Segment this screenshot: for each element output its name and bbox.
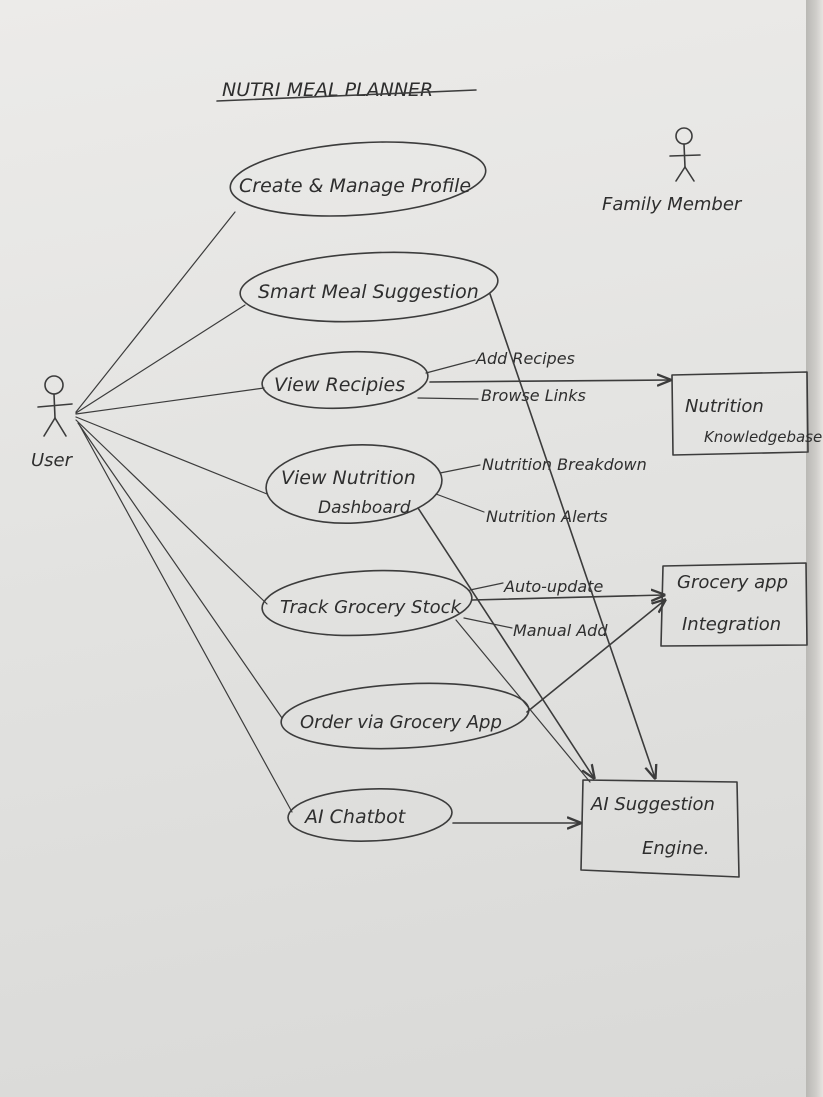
diagram-title: NUTRI MEAL PLANNER (222, 79, 433, 101)
usecase-create-profile-label: Create & Manage Profile (239, 175, 471, 197)
system-grocery-app-line2: Integration (682, 614, 781, 635)
family-member-actor-icon (669, 127, 701, 182)
system-grocery-app-line1: Grocery app (677, 572, 788, 593)
arrow-meal-suggestion-to-ai (489, 293, 655, 778)
usecase-ai-chatbot (287, 788, 453, 842)
system-nutrition-knowledgebase-box (671, 371, 809, 456)
family-member-label: Family Member (602, 194, 743, 215)
arrow-order-to-grocery-app (526, 600, 665, 713)
usecase-meal-suggestion (239, 251, 499, 323)
arrow-dashboard-to-ai (417, 507, 594, 778)
system-ai-engine-line1: AI Suggestion (590, 794, 715, 815)
branch-nutrition-alerts: Nutrition Alerts (486, 507, 608, 526)
branch-browse-links: Browse Links (481, 386, 586, 405)
paper-edge (806, 0, 823, 1097)
branch-line-auto-update (469, 582, 504, 591)
branch-line-add-recipes (425, 359, 476, 374)
branch-line-nutrition-breakdown (439, 464, 481, 474)
usecase-track-grocery (261, 569, 473, 637)
arrow-grocery-to-app (471, 595, 664, 600)
usecase-order-grocery-label: Order via Grocery App (300, 712, 502, 733)
title-underline (216, 89, 477, 102)
branch-auto-update: Auto-update (503, 577, 603, 596)
usecase-ai-chatbot-label: AI Chatbot (303, 806, 407, 828)
system-nutrition-kb-line1: Nutrition (685, 396, 764, 417)
usecase-meal-suggestion-label: Smart Meal Suggestion (258, 281, 479, 303)
branch-line-nutrition-alerts (435, 493, 485, 513)
usecase-nutrition-dashboard-line2: Dashboard (318, 498, 411, 518)
usecase-view-recipes (261, 350, 429, 410)
user-actor-label: User (31, 450, 74, 471)
user-actor-icon (37, 375, 73, 437)
system-nutrition-kb-line2: Knowledgebase (704, 428, 822, 446)
usecase-nutrition-dashboard (265, 443, 443, 525)
system-ai-engine-line2: Engine. (642, 838, 709, 859)
usecase-view-recipes-label: View Recipies (274, 374, 405, 396)
branch-line-manual-add (463, 617, 513, 629)
arrow-recipes-to-kb (429, 380, 670, 382)
system-ai-engine-box (580, 779, 740, 878)
branch-nutrition-breakdown: Nutrition Breakdown (482, 455, 647, 474)
branch-add-recipes: Add Recipes (475, 349, 575, 368)
system-grocery-app-box (660, 562, 808, 647)
user-associations (75, 211, 293, 813)
branch-line-browse-links (417, 397, 479, 400)
usecase-track-grocery-label: Track Grocery Stock (280, 597, 463, 618)
line-grocery-to-ai (455, 619, 591, 783)
usecase-nutrition-dashboard-line1: View Nutrition (281, 467, 416, 489)
branch-manual-add: Manual Add (513, 621, 608, 640)
usecase-create-profile (229, 141, 487, 217)
